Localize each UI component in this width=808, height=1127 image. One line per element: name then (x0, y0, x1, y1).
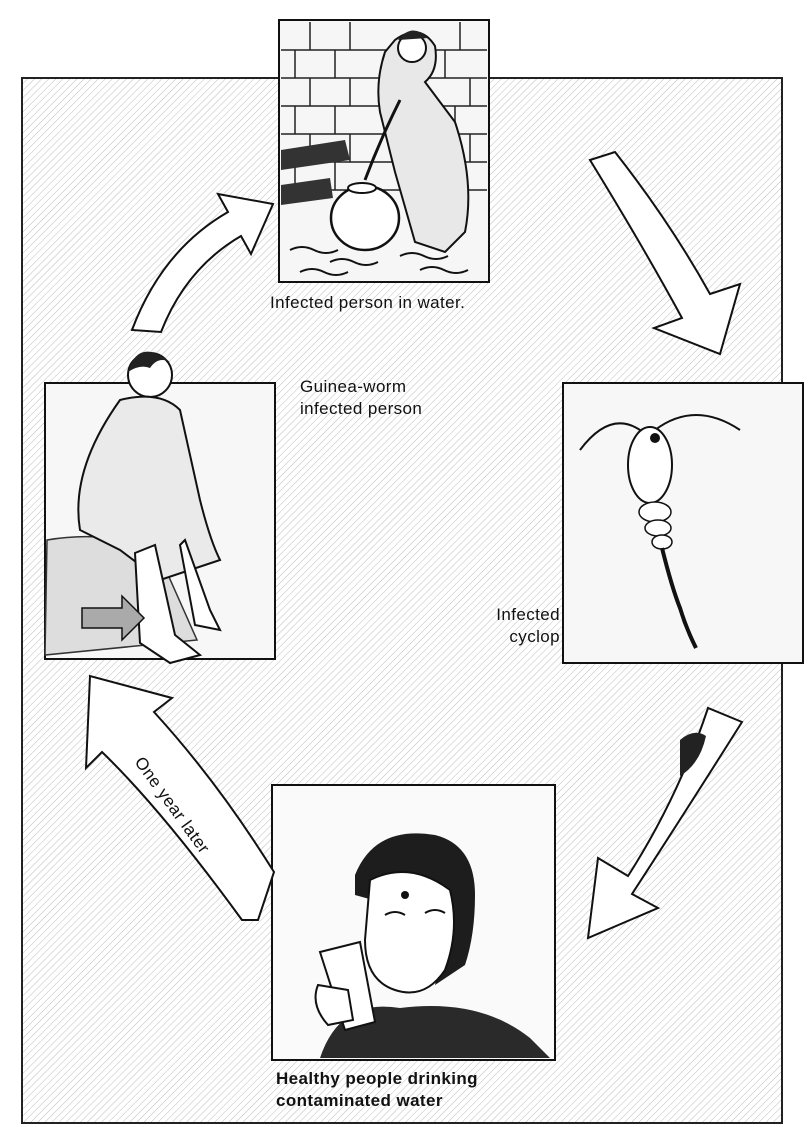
label-top: Infected person in water. (270, 292, 570, 314)
panel-top-illustration (279, 20, 489, 282)
label-bottom-line2: contaminated water (276, 1090, 606, 1112)
label-left-line2: infected person (300, 398, 520, 420)
label-right: Infected cyclop (430, 604, 560, 648)
label-left: Guinea-worm infected person (300, 376, 520, 420)
panel-bottom-illustration (272, 785, 555, 1060)
label-right-line1: Infected (430, 604, 560, 626)
label-left-line1: Guinea-worm (300, 376, 520, 398)
label-bottom-line1: Healthy people drinking (276, 1068, 606, 1090)
panel-left-illustration (45, 352, 275, 663)
panel-right-illustration (563, 383, 803, 663)
label-bottom: Healthy people drinking contaminated wat… (276, 1068, 606, 1112)
label-right-line2: cyclop (430, 626, 560, 648)
